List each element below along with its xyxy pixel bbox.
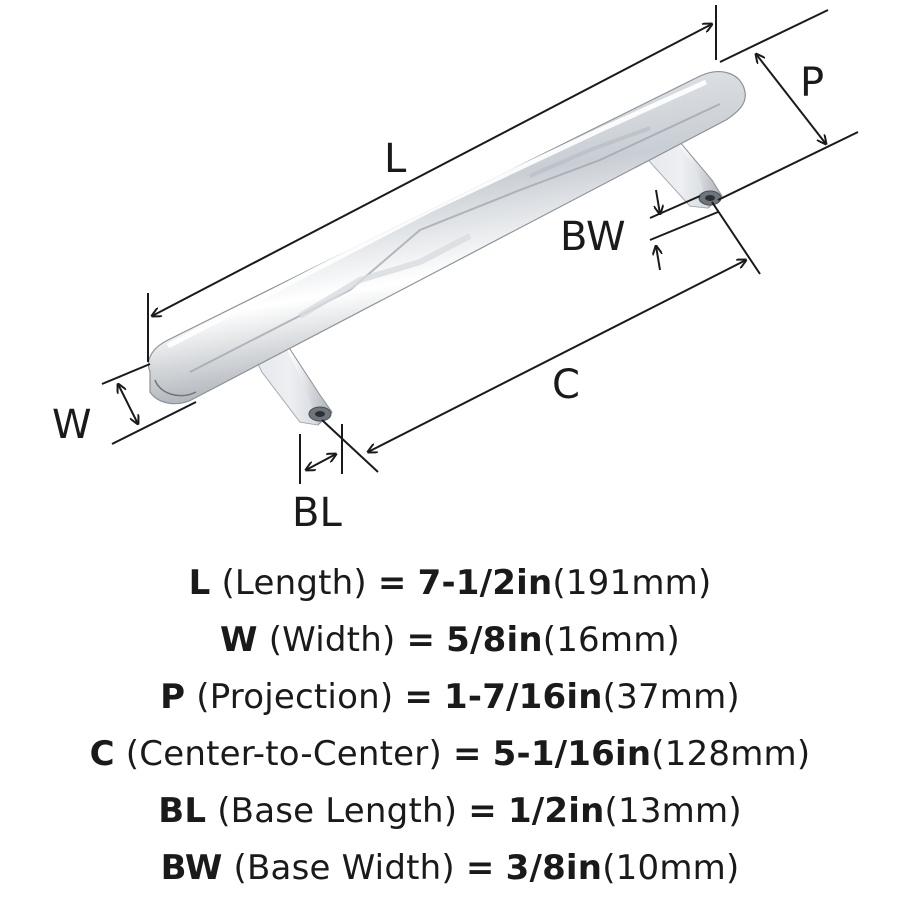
C-extension-left (321, 419, 379, 473)
spec-imperial: 1/2in (507, 791, 605, 831)
spec-metric: (10mm) (602, 848, 740, 888)
spec-row-width: W (Width) = 5/8in(16mm) (0, 612, 900, 669)
BW-arrow-top (656, 189, 660, 214)
spec-imperial: 5-1/16in (492, 734, 652, 774)
dimension-letters: L P BW C W BL (52, 60, 824, 536)
spec-equals: = (377, 563, 407, 603)
spec-equals: = (465, 848, 495, 888)
P-dimension-arrow (756, 54, 826, 144)
W-extension-bottom (111, 401, 197, 445)
dimension-lines (101, 5, 859, 484)
spec-code: L (188, 563, 211, 603)
spec-name: (Base Length) (217, 791, 458, 831)
spec-metric: (37mm) (602, 677, 740, 717)
BL-label: BL (292, 490, 342, 536)
spec-code: W (220, 620, 258, 660)
spec-equals: = (468, 791, 497, 831)
spec-imperial: 7-1/2in (417, 563, 553, 603)
P-extension-bottom (717, 131, 859, 201)
spec-row-center-to-center: C (Center-to-Center) = 5-1/16in(128mm) (0, 726, 900, 783)
spec-imperial: 1-7/16in (444, 677, 603, 717)
spec-metric: (16mm) (542, 620, 680, 660)
spec-name: (Base Width) (233, 848, 455, 888)
spec-equals: = (406, 620, 436, 660)
spec-metric: (128mm) (651, 734, 811, 774)
spec-metric: (13mm) (604, 791, 742, 831)
spec-row-base-length: BL (Base Length) = 1/2in(13mm) (0, 783, 900, 840)
spec-code: BL (158, 791, 207, 831)
spec-imperial: 5/8in (446, 620, 543, 660)
L-dimension-arrow (152, 24, 712, 316)
C-label: C (552, 362, 580, 408)
L-label: L (384, 136, 407, 182)
P-label: P (800, 60, 824, 106)
spec-name: (Projection) (196, 677, 394, 717)
spec-name: (Length) (221, 563, 367, 603)
spec-name: (Width) (268, 620, 396, 660)
BL-dimension-arrow (306, 454, 336, 470)
spec-code: P (160, 677, 186, 717)
dimension-spec-list: L (Length) = 7-1/2in(191mm) W (Width) = … (0, 555, 900, 897)
BW-extension-bottom (649, 211, 719, 241)
spec-name: (Center-to-Center) (125, 734, 442, 774)
spec-row-length: L (Length) = 7-1/2in(191mm) (0, 555, 900, 612)
spec-metric: (191mm) (552, 563, 712, 603)
spec-equals: = (404, 677, 434, 717)
W-dimension-arrow (118, 384, 138, 424)
P-extension-top (719, 9, 829, 63)
spec-row-base-width: BW (Base Width) = 3/8in(10mm) (0, 840, 900, 897)
W-label: W (52, 402, 92, 448)
spec-row-projection: P (Projection) = 1-7/16in(37mm) (0, 669, 900, 726)
BW-arrow-bottom (656, 246, 660, 271)
spec-code: BW (160, 848, 223, 888)
spec-imperial: 3/8in (505, 848, 603, 888)
spec-equals: = (452, 734, 482, 774)
spec-code: C (89, 734, 115, 774)
cabinet-pull-dimension-diagram: L P BW C W BL (52, 5, 859, 536)
BW-label: BW (560, 214, 626, 260)
C-extension-right (711, 201, 761, 275)
W-extension-top (101, 363, 151, 385)
C-dimension-arrow (368, 260, 746, 452)
